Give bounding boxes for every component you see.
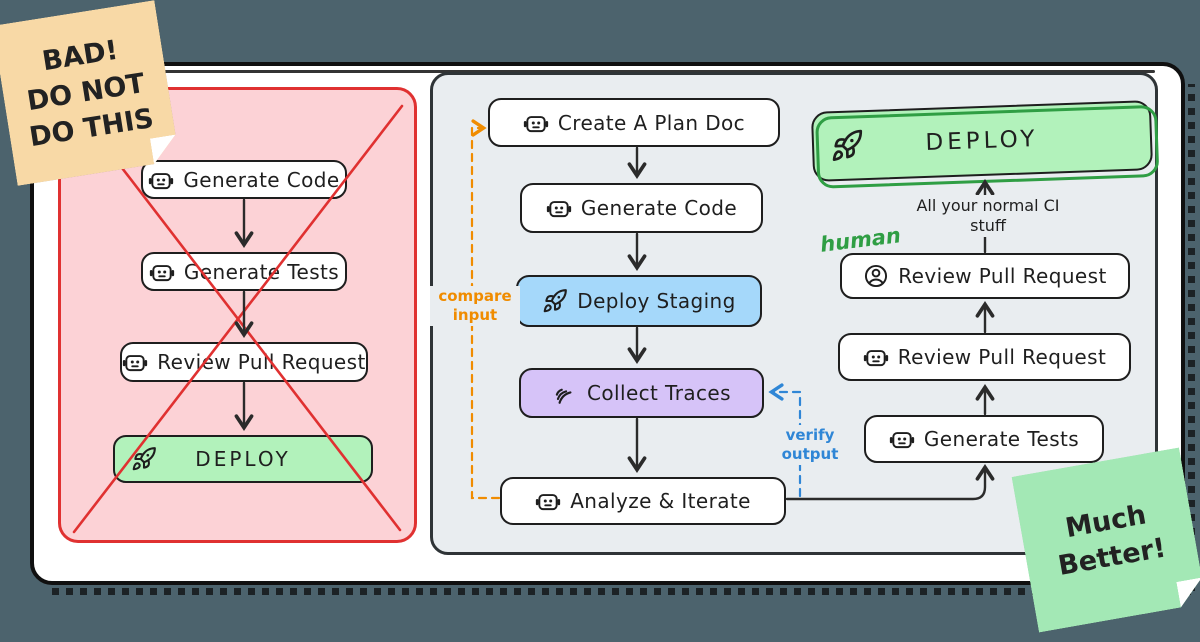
node-label: Review Pull Request xyxy=(898,264,1107,288)
node-bad-generate-tests[interactable]: Generate Tests xyxy=(141,252,347,291)
node-good-generate-tests[interactable]: Generate Tests xyxy=(864,415,1104,463)
node-bad-generate-code[interactable]: Generate Code xyxy=(141,160,347,199)
node-bad-review-pull-request[interactable]: Review Pull Request xyxy=(120,342,368,382)
robot-icon xyxy=(863,344,889,370)
node-label: Generate Code xyxy=(183,167,340,192)
node-good-generate-code[interactable]: Generate Code xyxy=(520,183,763,233)
robot-icon xyxy=(122,349,148,375)
robot-icon xyxy=(535,488,561,514)
node-label: Collect Traces xyxy=(587,381,731,405)
robot-icon xyxy=(546,195,572,221)
node-label: DEPLOY xyxy=(195,447,291,471)
verify-output-label: verify output xyxy=(766,425,854,465)
folded-corner xyxy=(1176,577,1200,607)
node-collect-traces[interactable]: Collect Traces xyxy=(519,368,764,418)
node-review-pull-request-human[interactable]: Review Pull Request xyxy=(840,253,1130,299)
node-deploy-staging[interactable]: Deploy Staging xyxy=(516,275,762,327)
node-label: Create A Plan Doc xyxy=(557,110,746,135)
robot-icon xyxy=(523,110,549,136)
node-good-deploy[interactable]: DEPLOY xyxy=(810,100,1154,182)
node-analyze-iterate[interactable]: Analyze & Iterate xyxy=(500,477,786,525)
rocket-icon xyxy=(829,128,864,163)
frame-sketch-line xyxy=(56,70,1155,73)
rocket-icon xyxy=(131,446,157,472)
node-label: Analyze & Iterate xyxy=(570,489,751,513)
node-create-plan-doc[interactable]: Create A Plan Doc xyxy=(488,98,780,147)
robot-icon xyxy=(149,259,175,285)
node-label: Review Pull Request xyxy=(157,350,366,374)
sticky-note-much-better[interactable]: Much Better! xyxy=(1012,447,1200,632)
sticky-note-bad[interactable]: BAD! DO NOT DO THIS xyxy=(0,0,180,186)
rocket-icon xyxy=(542,288,568,314)
node-label: Generate Code xyxy=(580,196,738,220)
robot-icon xyxy=(889,426,915,452)
node-label: Deploy Staging xyxy=(577,289,736,313)
node-label: Generate Tests xyxy=(923,427,1080,451)
node-review-pull-request-bot[interactable]: Review Pull Request xyxy=(838,333,1131,381)
person-icon xyxy=(863,263,889,289)
node-label: Review Pull Request xyxy=(897,345,1107,369)
node-bad-deploy[interactable]: DEPLOY xyxy=(113,435,373,483)
node-label: DEPLOY xyxy=(925,126,1039,156)
node-label: Generate Tests xyxy=(183,259,340,284)
robot-icon xyxy=(148,167,174,193)
compare-input-label: compare input xyxy=(430,286,520,326)
signal-waves-icon xyxy=(552,380,578,406)
ci-note-label: All your normal CI stuff xyxy=(903,195,1073,237)
